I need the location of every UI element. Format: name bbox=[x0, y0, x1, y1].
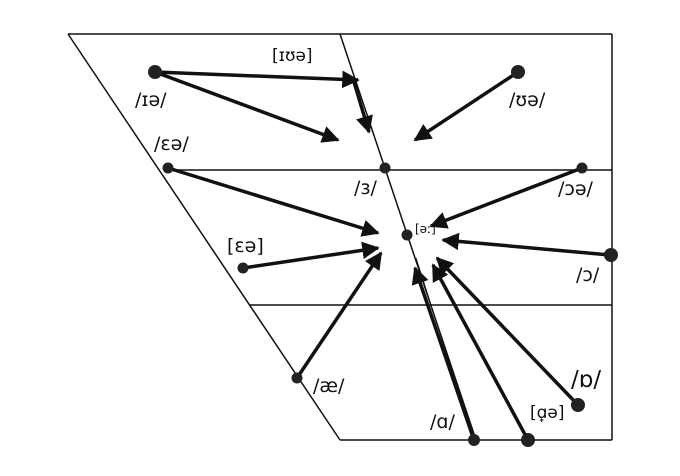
arrow-ue-to-centre bbox=[413, 70, 519, 142]
label-open-o: /ɔ/ bbox=[576, 264, 600, 286]
dot-oa bbox=[576, 162, 588, 174]
arrow-ie-to-centre bbox=[154, 70, 340, 143]
labels: [ɪʊə] /ɪə/ /ʊə/ /ɛə/ /ɜ/ /ɔə/ [əː] [ɛə] … bbox=[135, 46, 601, 433]
dot-ie bbox=[148, 65, 162, 79]
dot-o-turned bbox=[571, 398, 585, 412]
dot-ea-brackets bbox=[237, 262, 249, 274]
label-ea-brackets: [ɛə] bbox=[227, 235, 264, 257]
arrow-ae-to-centre bbox=[295, 251, 383, 379]
dot-a bbox=[468, 434, 480, 446]
arrow-oa-to-centre bbox=[429, 166, 583, 229]
label-ao-brackets: [ɑ̟ə] bbox=[530, 403, 565, 423]
arrow-a-to-centre bbox=[411, 266, 476, 441]
arrow-ea-brackets-to-centre bbox=[242, 241, 380, 270]
arrow-ie-to-top bbox=[154, 70, 360, 89]
label-top-ipa: [ɪʊə] bbox=[272, 46, 313, 66]
dot-ea bbox=[162, 162, 174, 174]
label-ue: /ʊə/ bbox=[509, 89, 546, 111]
arrow-ao-to-centre bbox=[431, 263, 530, 441]
label-a-script: /ɑ/ bbox=[430, 411, 455, 433]
dot-open-o bbox=[604, 248, 618, 262]
dot-ue bbox=[511, 65, 525, 79]
dot-ao bbox=[521, 433, 535, 447]
label-ie: /ɪə/ bbox=[135, 89, 167, 111]
arrow-top-down bbox=[352, 81, 373, 134]
dots bbox=[148, 65, 618, 447]
label-centre: [əː] bbox=[415, 222, 436, 236]
arrow-o-turned-to-centre bbox=[435, 256, 580, 407]
dot-ae bbox=[291, 372, 303, 384]
label-o-turned: /ɒ/ bbox=[571, 367, 601, 393]
arrow-open-o-to-centre bbox=[441, 232, 611, 257]
frame-left-diagonal bbox=[67, 33, 341, 441]
label-ea: /ɛə/ bbox=[154, 133, 189, 155]
dot-centre bbox=[401, 229, 413, 241]
label-schwa-long: /ɜ/ bbox=[354, 177, 378, 199]
label-oa: /ɔə/ bbox=[558, 178, 594, 200]
label-ae: /æ/ bbox=[313, 375, 345, 397]
arrows bbox=[154, 70, 611, 441]
arrow-ea-to-centre bbox=[167, 166, 380, 237]
dot-schwa-long bbox=[379, 162, 391, 174]
aux-line bbox=[415, 257, 475, 441]
